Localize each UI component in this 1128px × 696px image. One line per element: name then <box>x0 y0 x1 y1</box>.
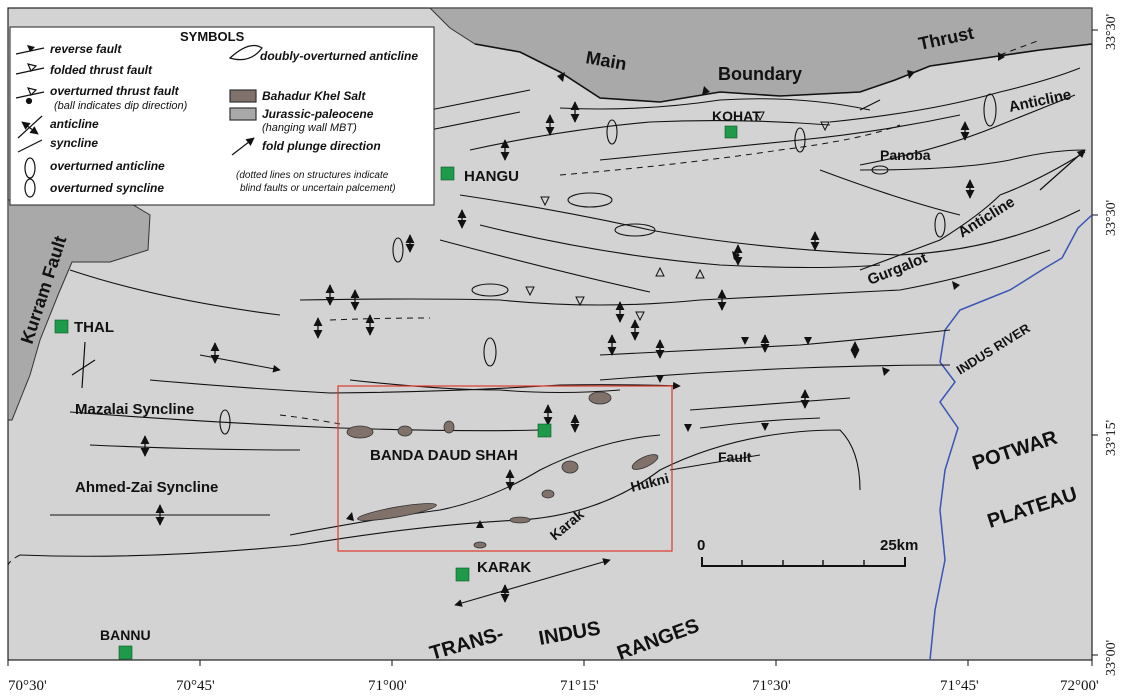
legend-item-reverse-fault: reverse fault <box>50 42 122 56</box>
legend-item-anticline: anticline <box>50 117 99 131</box>
study-area-box <box>337 385 673 552</box>
scale-start-label: 0 <box>697 537 705 554</box>
label-fault: Fault <box>718 449 752 465</box>
legend: SYMBOLS reverse fault folded thrust faul… <box>9 26 435 206</box>
town-banda-marker <box>537 423 552 438</box>
legend-note-line2: blind faults or uncertain palcement) <box>240 183 396 194</box>
lon-tick-5: 71°30' <box>752 678 791 694</box>
legend-title: SYMBOLS <box>180 29 245 44</box>
legend-item-overturned-syncline: overturned syncline <box>50 181 164 195</box>
town-hangu-marker <box>440 166 455 181</box>
indus-river <box>929 214 1093 661</box>
mbt-teeth <box>557 52 1005 95</box>
lat-tick-1: 33°30' <box>1104 14 1119 50</box>
legend-item-jurassic: Jurassic-paleocene <box>262 107 374 121</box>
kurram-region <box>7 199 151 421</box>
legend-item-plunge: fold plunge direction <box>262 139 381 153</box>
town-thal-marker <box>54 319 69 334</box>
legend-symbols <box>15 45 263 198</box>
fold-axis-symbols <box>140 101 975 603</box>
label-panoba: Panoba <box>880 147 931 163</box>
town-karak-marker <box>455 567 470 582</box>
lon-tick-4: 71°15' <box>560 678 599 694</box>
town-label-hangu: HANGU <box>464 168 519 185</box>
legend-note-line1: (dotted lines on structures indicate <box>236 170 389 181</box>
scale-bar <box>701 557 906 567</box>
folded-thrust-teeth <box>525 111 830 322</box>
town-label-kohat: KOHAT <box>712 108 761 124</box>
axis-ticks <box>7 29 1098 666</box>
label-mazalai-syncline: Mazalai Syncline <box>75 401 194 418</box>
legend-item-salt: Bahadur Khel Salt <box>262 89 366 103</box>
scale-end-label: 25km <box>880 537 918 554</box>
lon-tick-2: 70°45' <box>176 678 215 694</box>
label-ahmed-zai-syncline: Ahmed-Zai Syncline <box>75 479 218 496</box>
legend-box <box>9 26 435 206</box>
main-boundary-thrust <box>474 43 1093 103</box>
plunge-arrows <box>859 99 1086 191</box>
lon-tick-3: 71°00' <box>368 678 407 694</box>
lat-tick-4: 33°00' <box>1104 640 1119 676</box>
town-markers <box>54 125 738 660</box>
lon-tick-7: 72°00' <box>1060 678 1099 694</box>
legend-item-syncline: syncline <box>50 136 98 150</box>
thal-fold-symbol <box>71 341 96 389</box>
town-label-bannu: BANNU <box>100 627 151 643</box>
town-bannu-marker <box>118 645 133 660</box>
legend-item-overturned-anticline: overturned anticline <box>50 159 165 173</box>
lon-tick-6: 71°45' <box>940 678 979 694</box>
town-label-banda: BANDA DAUD SHAH <box>370 447 518 464</box>
legend-item-folded-thrust: folded thrust fault <box>50 63 153 77</box>
lon-tick-1: 70°30' <box>8 678 47 694</box>
overturned-fold-loops <box>219 93 997 435</box>
town-label-thal: THAL <box>74 319 114 336</box>
label-boundary: Boundary <box>718 64 802 84</box>
legend-item-ball-note: (ball indicates dip direction) <box>54 100 188 112</box>
legend-item-doubly-overturned: doubly-overturned anticline <box>260 49 418 63</box>
lat-tick-2: 33°30' <box>1104 200 1119 236</box>
lat-tick-3: 33°15' <box>1104 420 1119 456</box>
town-kohat-marker <box>724 125 738 139</box>
dashed-structures <box>7 39 1041 566</box>
legend-item-overturned-thrust: overturned thrust fault <box>50 84 180 98</box>
salt-bodies <box>346 391 659 549</box>
legend-item-hanging-wall: (hanging wall MBT) <box>262 122 357 134</box>
town-label-karak: KARAK <box>477 559 531 576</box>
